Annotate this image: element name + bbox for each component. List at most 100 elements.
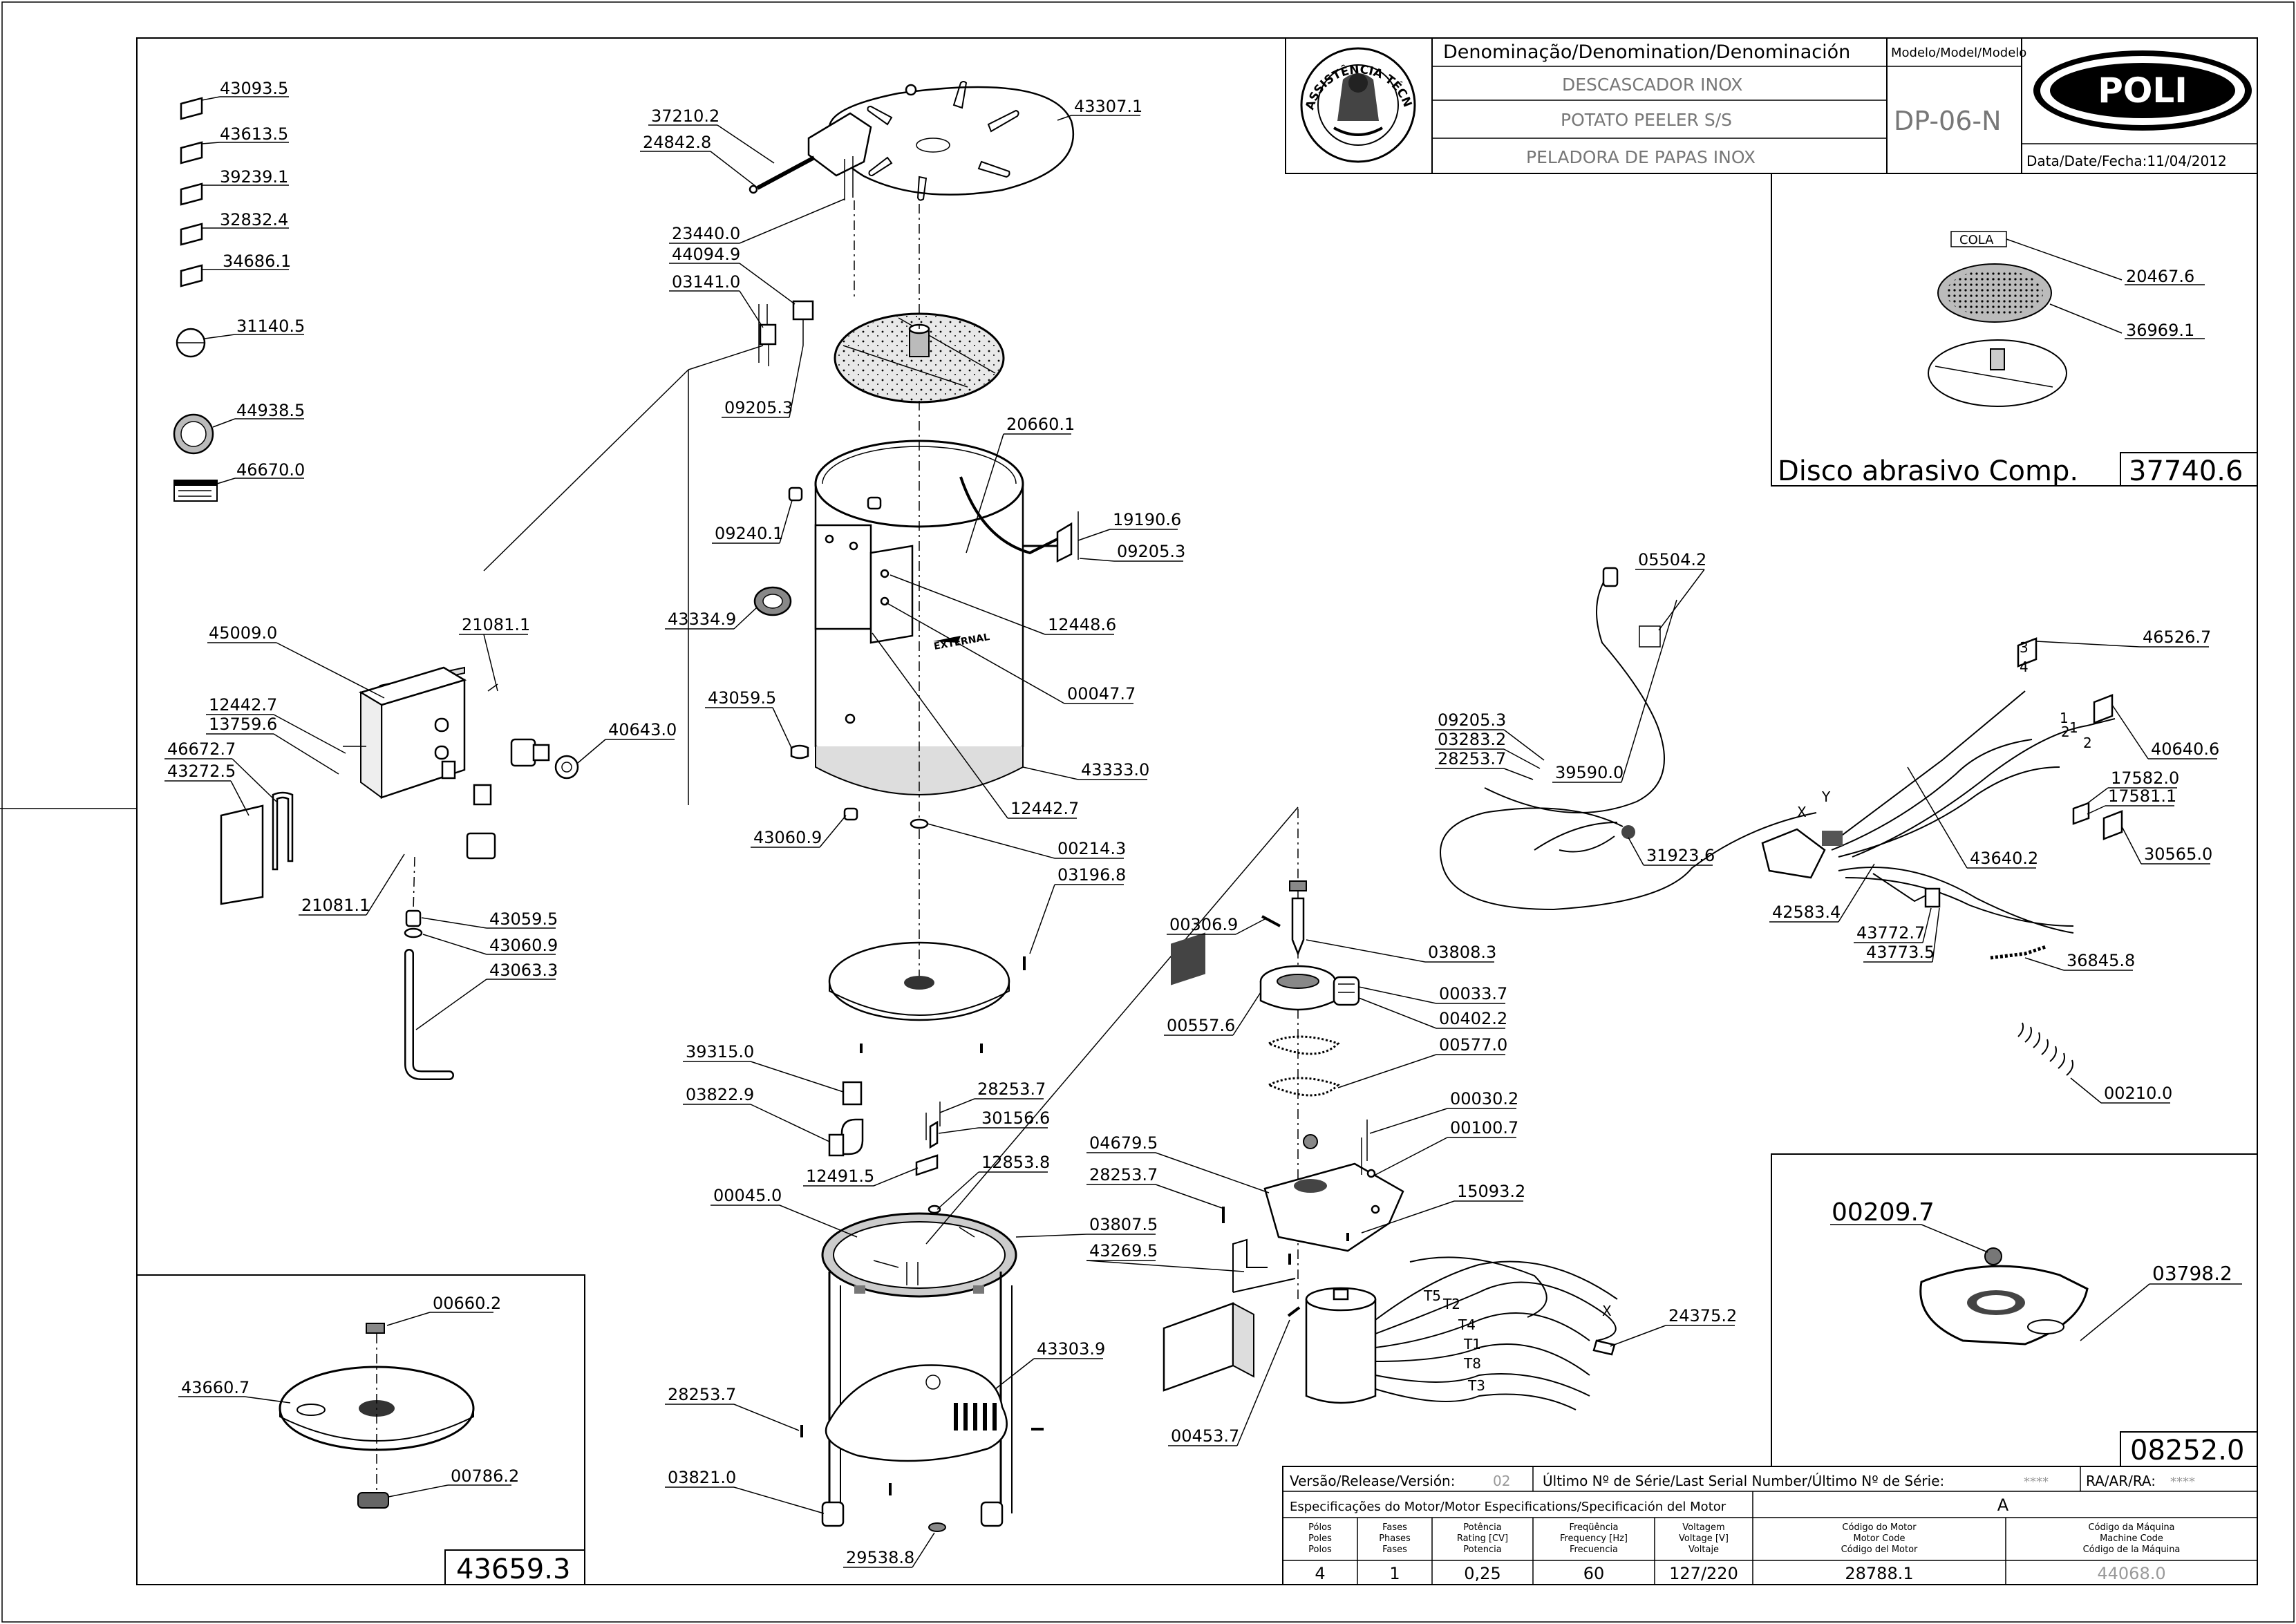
product-name-en: POTATO PEELER S/S xyxy=(1561,110,1732,130)
svg-text:00557.6: 00557.6 xyxy=(1167,1016,1235,1035)
poli-logo: POLI xyxy=(2033,50,2252,131)
product-name-es: PELADORA DE PAPAS INOX xyxy=(1526,147,1756,167)
svg-text:08252.0: 08252.0 xyxy=(2130,1435,2244,1466)
svg-text:POLI: POLI xyxy=(2098,70,2187,111)
svg-text:46526.7: 46526.7 xyxy=(2143,627,2211,647)
svg-text:30156.6: 30156.6 xyxy=(981,1108,1050,1128)
svg-text:43303.9: 43303.9 xyxy=(1037,1339,1105,1359)
svg-text:39315.0: 39315.0 xyxy=(686,1042,754,1061)
svg-text:127/220: 127/220 xyxy=(1669,1564,1738,1583)
svg-text:Machine Code: Machine Code xyxy=(2100,1533,2163,1544)
base-labels: 39315.0 03822.9 28253.7 30156.6 12491.5 … xyxy=(665,1042,1245,1568)
svg-text:37210.2: 37210.2 xyxy=(651,106,719,126)
svg-text:Código do Motor: Código do Motor xyxy=(1842,1522,1917,1533)
svg-text:43093.5: 43093.5 xyxy=(220,79,288,98)
svg-text:46672.7: 46672.7 xyxy=(167,739,236,759)
svg-text:28253.7: 28253.7 xyxy=(1438,749,1506,768)
svg-text:03141.0: 03141.0 xyxy=(672,272,740,292)
svg-text:12442.7: 12442.7 xyxy=(1010,799,1079,818)
svg-text:Frequency [Hz]: Frequency [Hz] xyxy=(1560,1533,1628,1544)
svg-text:28253.7: 28253.7 xyxy=(977,1079,1046,1099)
peeler-body: EXTERNAL xyxy=(753,401,1079,829)
inner-frame xyxy=(136,37,2258,1585)
svg-text:00033.7: 00033.7 xyxy=(1439,984,1507,1003)
svg-text:45009.0: 45009.0 xyxy=(209,623,277,643)
svg-text:03807.5: 03807.5 xyxy=(1089,1215,1158,1234)
decal-set xyxy=(173,97,218,502)
svg-text:40640.6: 40640.6 xyxy=(2151,739,2219,759)
svg-text:03822.9: 03822.9 xyxy=(686,1085,754,1104)
ra-label: RA/AR/RA: xyxy=(2086,1473,2156,1489)
svg-text:00453.7: 00453.7 xyxy=(1171,1426,1239,1446)
wiring-harness xyxy=(1440,567,2123,1076)
svg-text:00214.3: 00214.3 xyxy=(1057,839,1126,858)
svg-text:43059.5: 43059.5 xyxy=(708,688,776,708)
svg-text:28788.1: 28788.1 xyxy=(1845,1564,1913,1583)
svg-text:COLA: COLA xyxy=(1959,233,1994,247)
svg-text:30565.0: 30565.0 xyxy=(2144,844,2212,864)
svg-text:24842.8: 24842.8 xyxy=(643,133,711,152)
svg-text:12448.6: 12448.6 xyxy=(1048,615,1116,634)
motor-spec-label: Especificações do Motor/Motor Especifica… xyxy=(1290,1500,1726,1514)
svg-text:T3: T3 xyxy=(1467,1377,1485,1394)
svg-text:Freqüência: Freqüência xyxy=(1569,1522,1618,1533)
svg-text:Rating [CV]: Rating [CV] xyxy=(1457,1533,1508,1544)
svg-text:05504.2: 05504.2 xyxy=(1638,550,1706,569)
svg-text:46670.0: 46670.0 xyxy=(236,460,305,480)
svg-text:37740.6: 37740.6 xyxy=(2129,455,2243,487)
svg-text:15093.2: 15093.2 xyxy=(1457,1182,1525,1201)
svg-text:Motor Code: Motor Code xyxy=(1854,1533,1906,1544)
lid-labels: 37210.2 24842.8 43307.1 23440.0 44094.9 … xyxy=(483,97,1142,805)
svg-text:31140.5: 31140.5 xyxy=(236,317,305,336)
svg-text:Código del Motor: Código del Motor xyxy=(1841,1545,1918,1555)
svg-text:43660.7: 43660.7 xyxy=(181,1378,250,1397)
svg-text:Polos: Polos xyxy=(1308,1545,1332,1555)
svg-text:39590.0: 39590.0 xyxy=(1555,763,1624,782)
svg-text:Voltage [V]: Voltage [V] xyxy=(1679,1533,1729,1544)
svg-text:Fases: Fases xyxy=(1382,1545,1407,1555)
title-block: ASSISTÊNCIA TÉCNICA AUTORIZADA Denominaç… xyxy=(0,0,2258,174)
svg-text:ASSISTÊNCIA TÉCNICA AUTORIZADA: ASSISTÊNCIA TÉCNICA AUTORIZADA xyxy=(0,0,1414,111)
ra-value: **** xyxy=(2170,1475,2195,1489)
svg-text:21081.1: 21081.1 xyxy=(462,615,530,634)
svg-text:Y: Y xyxy=(1821,789,1831,805)
svg-text:0,25: 0,25 xyxy=(1464,1564,1500,1583)
svg-text:2: 2 xyxy=(2061,724,2070,740)
drive-assembly xyxy=(925,806,1618,1410)
svg-text:09205.3: 09205.3 xyxy=(1117,542,1185,561)
svg-text:39239.1: 39239.1 xyxy=(220,167,288,187)
product-name-pt: DESCASCADOR INOX xyxy=(1562,75,1742,95)
base-assembly xyxy=(800,829,1044,1532)
svg-text:09205.3: 09205.3 xyxy=(724,398,793,417)
svg-text:00030.2: 00030.2 xyxy=(1450,1089,1518,1108)
svg-text:Fases: Fases xyxy=(1382,1522,1407,1533)
svg-text:00045.0: 00045.0 xyxy=(713,1186,782,1205)
svg-text:2: 2 xyxy=(2083,735,2092,751)
svg-text:21081.1: 21081.1 xyxy=(301,896,370,915)
svg-text:T2: T2 xyxy=(1442,1296,1460,1312)
svg-text:1: 1 xyxy=(2060,710,2069,726)
svg-text:13759.6: 13759.6 xyxy=(209,715,277,734)
svg-text:43272.5: 43272.5 xyxy=(167,762,236,781)
motor-spec-letter: A xyxy=(1997,1495,2009,1515)
upper-plate-inset: 08252.0 00209.7 03798.2 xyxy=(1771,1153,2258,1467)
svg-text:T8: T8 xyxy=(1463,1355,1481,1372)
switch-box-assembly xyxy=(220,666,579,1080)
svg-text:Disco abrasivo Comp.: Disco abrasivo Comp. xyxy=(1778,455,2078,487)
svg-text:03808.3: 03808.3 xyxy=(1428,943,1496,962)
svg-text:32832.4: 32832.4 xyxy=(220,210,288,229)
svg-text:00100.7: 00100.7 xyxy=(1450,1118,1518,1137)
svg-text:Código da Máquina: Código da Máquina xyxy=(2088,1522,2174,1533)
footer-table: Versão/Release/Versión: 02 Último Nº de … xyxy=(1282,1466,2258,1585)
svg-text:43659.3: 43659.3 xyxy=(456,1554,570,1585)
lid-assembly xyxy=(749,81,1075,404)
svg-text:00577.0: 00577.0 xyxy=(1439,1035,1507,1055)
svg-text:Voltagem: Voltagem xyxy=(1682,1522,1724,1533)
svg-text:Phases: Phases xyxy=(1379,1533,1411,1544)
date-label: Data/Date/Fecha:11/04/2012 xyxy=(2026,153,2227,169)
abrasive-disc-inset: Disco abrasivo Comp. 37740.6 COLA 20467.… xyxy=(1771,173,2258,487)
svg-text:04679.5: 04679.5 xyxy=(1089,1133,1158,1153)
svg-text:44938.5: 44938.5 xyxy=(236,401,305,420)
svg-text:X: X xyxy=(1602,1303,1612,1319)
